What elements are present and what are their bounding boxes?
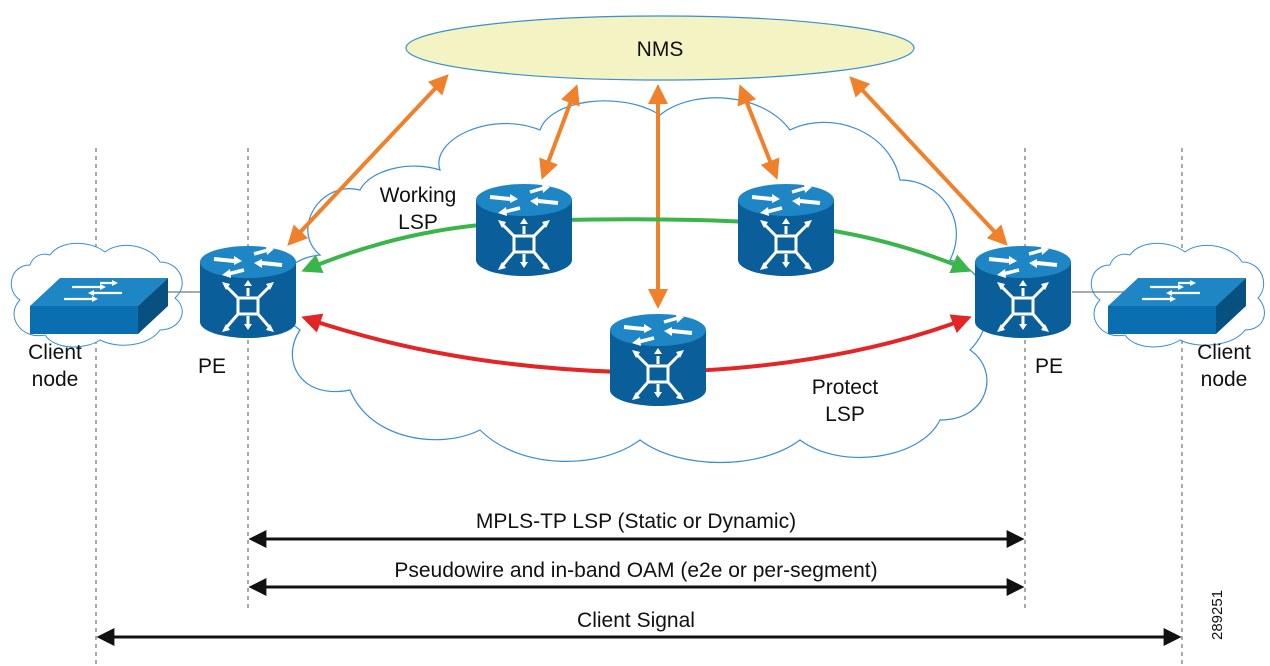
pseudowire-label: Pseudowire and in-band OAM (e2e or per-s… xyxy=(394,559,877,582)
mpls-tp-lsp-label: MPLS-TP LSP (Static or Dynamic) xyxy=(476,510,796,533)
mgmt-arrow-pe-right xyxy=(849,76,1008,246)
client-right-label-line2: node xyxy=(1201,368,1248,391)
working-lsp-label-line2: LSP xyxy=(398,211,438,234)
protect-lsp-label-line1: Protect xyxy=(812,376,879,399)
guide-lines xyxy=(95,148,1183,666)
working-lsp-path xyxy=(301,217,972,274)
client-left-label-line2: node xyxy=(32,368,79,391)
mgmt-arrow-core-1 xyxy=(539,84,580,180)
pe-right-label: PE xyxy=(1035,355,1063,378)
router-icon xyxy=(736,182,836,278)
client-right-label-line1: Client xyxy=(1197,341,1251,364)
client-signal-label: Client Signal xyxy=(577,609,695,632)
protect-lsp-label-line2: LSP xyxy=(825,403,865,426)
client-left-label-line1: Client xyxy=(28,341,82,364)
figure-id: 289251 xyxy=(1209,590,1226,640)
provider-cloud xyxy=(278,97,988,464)
router-icon xyxy=(608,312,708,408)
nms-label: NMS xyxy=(637,38,684,61)
router-icon xyxy=(474,182,574,278)
router-icon xyxy=(973,244,1073,340)
mgmt-arrow-core-2 xyxy=(737,84,780,180)
pe-left-label: PE xyxy=(198,355,226,378)
router-icon xyxy=(198,244,298,340)
working-lsp-label-line1: Working xyxy=(380,184,457,207)
nms-ellipse xyxy=(405,15,915,81)
mgmt-arrow-pe-left xyxy=(287,74,449,246)
